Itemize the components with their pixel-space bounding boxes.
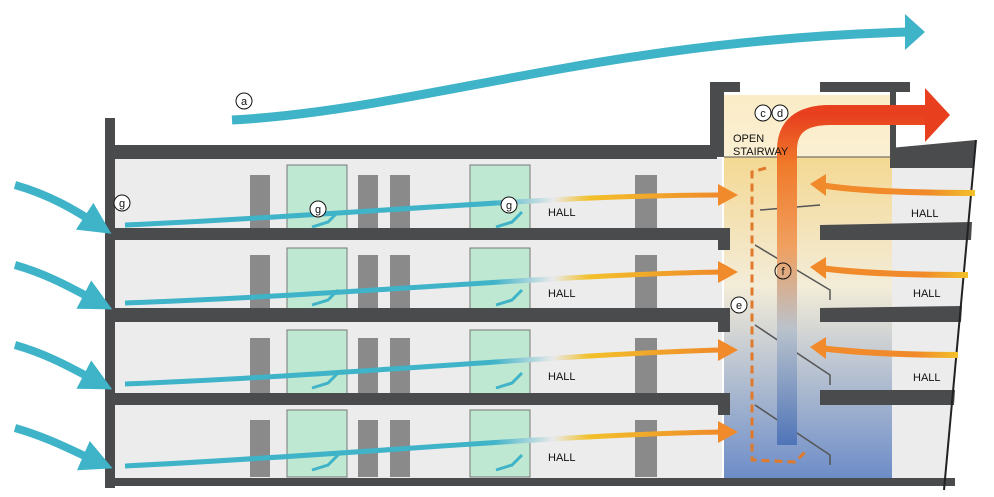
svg-text:f: f — [781, 266, 785, 278]
label-g-facade: g — [113, 194, 131, 212]
svg-text:a: a — [241, 96, 248, 108]
stairway-label: STAIRWAY — [733, 146, 789, 158]
svg-text:e: e — [736, 300, 742, 312]
hall-label-floor-4: HALL — [548, 207, 576, 219]
svg-text:g: g — [315, 204, 321, 216]
inlet-arrows — [13, 181, 113, 471]
vent-arrows — [311, 210, 524, 472]
svg-text:c: c — [760, 108, 766, 120]
right-inflow-heads — [810, 174, 826, 359]
label-f: f — [774, 262, 792, 280]
wind-arrowhead — [905, 14, 925, 50]
stack-effect-arrow — [777, 105, 930, 445]
exhaust-arrowhead — [925, 88, 950, 142]
floor-slabs — [105, 82, 976, 488]
hall-label-right-1: HALL — [911, 208, 939, 220]
hall-label-floor-1: HALL — [548, 452, 576, 464]
svg-text:d: d — [777, 108, 783, 120]
open-stairway-volume — [724, 95, 892, 478]
svg-text:g: g — [119, 198, 125, 210]
label-e: e — [730, 296, 748, 314]
right-facade — [943, 139, 977, 491]
wind-arrow — [231, 27, 911, 125]
hall-label-right-2: HALL — [913, 288, 941, 300]
label-c: c — [754, 104, 772, 122]
open-label: OPEN — [733, 133, 764, 145]
label-d: d — [771, 104, 789, 122]
svg-text:g: g — [506, 200, 512, 212]
hall-label-floor-2: HALL — [548, 371, 576, 383]
label-g-window-2: g — [500, 196, 518, 214]
hall-label-floor-3: HALL — [548, 288, 576, 300]
air-path-dashed — [750, 166, 807, 464]
label-g-window-1: g — [309, 200, 327, 218]
label-a: a — [235, 92, 253, 110]
right-inflow-arrows — [819, 182, 976, 358]
inflow-heads — [718, 184, 738, 443]
floor-airflow-arrows — [124, 192, 721, 469]
hall-label-right-3: HALL — [913, 372, 941, 384]
